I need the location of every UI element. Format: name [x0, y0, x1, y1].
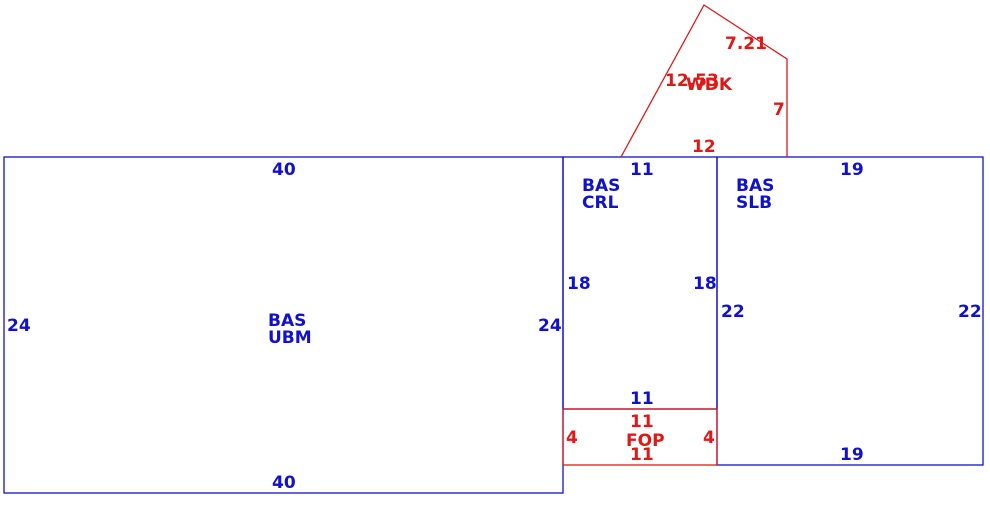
- crl-label-line1: BAS: [582, 176, 620, 196]
- wdk-area-outline: [620, 4, 788, 158]
- slb-dim-left: 22: [721, 302, 745, 322]
- slb-label-line1: BAS: [736, 176, 774, 196]
- crl-dim-left: 18: [567, 274, 591, 294]
- crl-dim-top: 11: [630, 160, 654, 180]
- fop-label: FOP: [626, 431, 665, 451]
- wdk-dim-right: 7: [773, 100, 785, 120]
- ubm-dim-top: 40: [272, 160, 296, 180]
- fop-dim-right: 4: [703, 428, 715, 448]
- slb-label-line2: SLB: [736, 193, 772, 213]
- slb-dim-top: 19: [840, 160, 864, 180]
- wdk-dim-bottom: 12: [692, 137, 716, 157]
- slb-area-outline: [716, 156, 984, 466]
- fop-area-outline: [562, 408, 718, 466]
- slb-dim-bottom: 19: [840, 445, 864, 465]
- wdk-dim-diagonal: 12.53: [665, 71, 719, 91]
- ubm-dim-bottom: 40: [272, 473, 296, 493]
- wdk-dim-top: 7.21: [725, 34, 767, 54]
- ubm-label-line2: UBM: [268, 328, 312, 348]
- fop-dim-left: 4: [566, 428, 578, 448]
- ubm-dim-right: 24: [538, 316, 562, 336]
- fop-dim-top: 11: [630, 412, 654, 432]
- wdk-label: WDK: [686, 75, 733, 95]
- ubm-dim-left: 24: [7, 316, 31, 336]
- crl-dim-bottom: 11: [630, 389, 654, 409]
- slb-dim-right: 22: [958, 302, 982, 322]
- crl-dim-right: 18: [693, 274, 717, 294]
- crl-label-line2: CRL: [582, 193, 619, 213]
- ubm-label-line1: BAS: [268, 311, 306, 331]
- fop-dim-bottom: 11: [630, 445, 654, 465]
